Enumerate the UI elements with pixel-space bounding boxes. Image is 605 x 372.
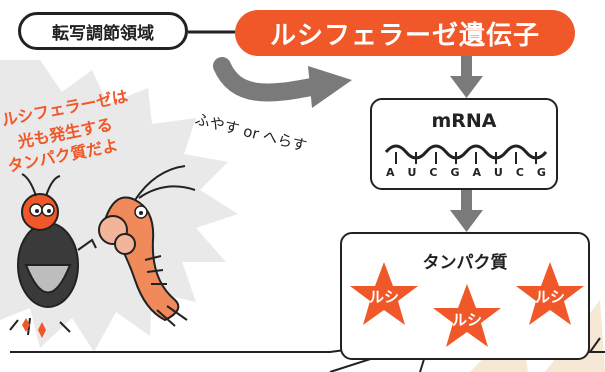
luciferase-stars <box>350 262 584 347</box>
mrna-protein-arrow-shaft <box>461 190 472 212</box>
regulation-arrow-head <box>308 66 352 108</box>
base-label: G <box>536 166 546 179</box>
mrna-title: mRNA <box>431 110 497 132</box>
star-icon <box>433 284 501 347</box>
star-label: ルシ <box>368 288 399 306</box>
gene-mrna-arrow-shaft <box>461 56 472 78</box>
base-label: A <box>386 166 395 179</box>
regulation-arrow-curve <box>213 57 325 102</box>
mrna-protein-arrow-head <box>450 210 483 232</box>
firefly-illustration <box>9 173 97 338</box>
star-icon <box>516 262 584 325</box>
base-label: C <box>429 166 438 179</box>
transcription-regulatory-region: 転写調節領域 <box>18 12 188 50</box>
protein-title: タンパク質 <box>422 253 508 273</box>
mrna-strand-icon <box>384 144 548 164</box>
star-label: ルシ <box>534 288 565 306</box>
base-label: U <box>407 166 417 179</box>
gene-mrna-arrow-head <box>450 76 483 98</box>
protein-node: タンパク質 ルシ ルシ ルシ <box>340 232 590 360</box>
star-icon <box>350 262 418 325</box>
shrimp-illustration <box>98 165 196 327</box>
speech-bubble-corner <box>589 337 601 353</box>
base-label: G <box>450 166 460 179</box>
mrna-node: mRNA A U C G A U C G <box>370 98 558 190</box>
mrna-bases: A U C G A U C G <box>386 166 546 179</box>
base-label: U <box>493 166 503 179</box>
base-label: A <box>472 166 481 179</box>
luciferase-gene: ルシフェラーゼ遺伝子 <box>235 10 575 56</box>
star-label: ルシ <box>451 311 482 329</box>
base-label: C <box>515 166 524 179</box>
